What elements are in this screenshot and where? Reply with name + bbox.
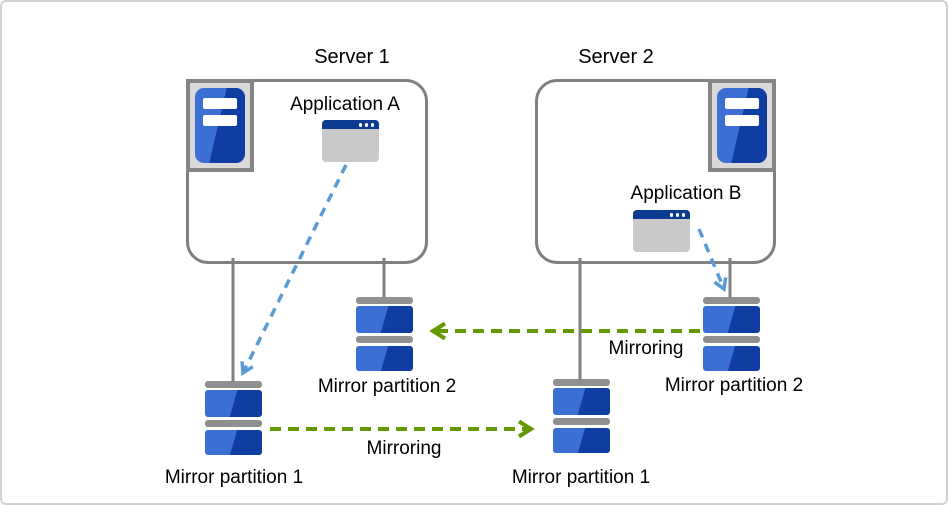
application-a-label: Application A [290,94,400,115]
tower-slot-bar [725,115,759,126]
tower-slot-bar [725,98,759,109]
server2-mirror-partition2-label: Mirror partition 2 [664,375,804,396]
server2-tower-icon [708,79,776,172]
server2-mirror-partition1-icon [553,379,610,453]
window-titlebar [322,120,379,129]
server1-mirror-partition1-label: Mirror partition 1 [164,467,304,488]
application-b-label: Application B [630,183,742,204]
server2-mirror-partition1-label: Mirror partition 1 [511,467,651,488]
server2-mirror-partition2-icon [703,297,760,371]
mirroring-label-bottom: Mirroring [366,438,442,459]
server1-mirror-partition1-icon [205,381,262,455]
window-buttons-icon [669,213,685,217]
tower-slot-bar [203,98,237,109]
server1-mirror-partition2-icon [356,297,413,371]
server1-title: Server 1 [314,46,390,68]
server1-tower-icon [186,79,254,172]
tower-slot-bar [203,115,237,126]
application-a-window-icon [322,120,379,162]
server2-title: Server 2 [578,46,654,68]
server-tower-body [717,88,767,163]
window-titlebar [633,210,690,219]
server1-mirror-partition2-label: Mirror partition 2 [317,376,457,397]
mirroring-label-top: Mirroring [608,338,684,359]
window-buttons-icon [358,123,374,127]
server-tower-body [195,88,245,163]
application-b-window-icon [633,210,690,252]
